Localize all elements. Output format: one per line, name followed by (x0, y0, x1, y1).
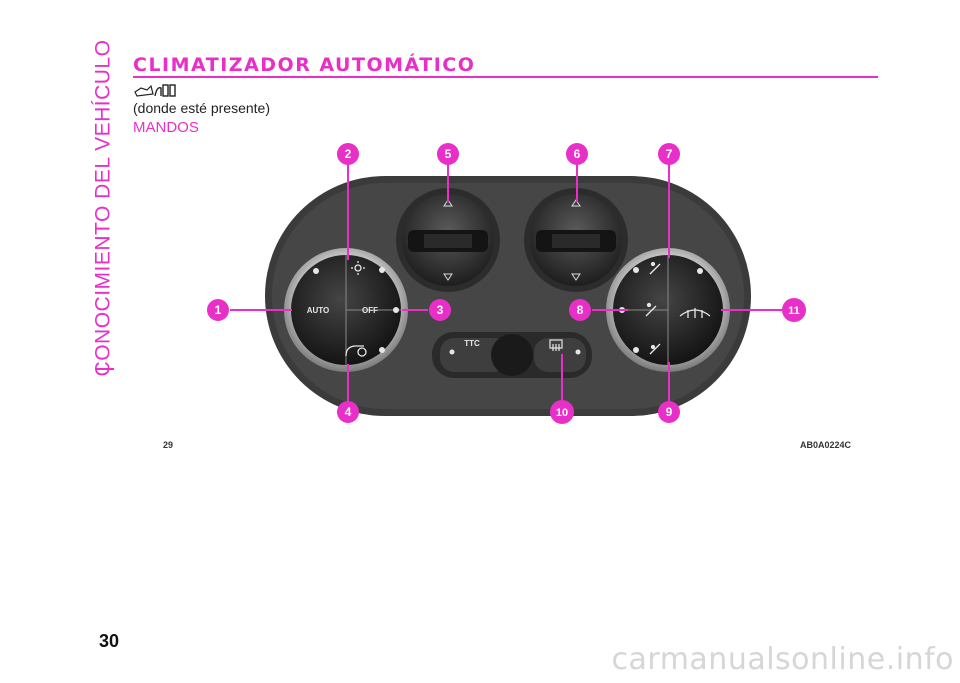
sidebar-section-title: CONOCIMIENTO DEL VEHÍCULO (91, 39, 115, 376)
callout-3: 3 (437, 303, 444, 317)
rear-defrost-icon (549, 339, 563, 351)
recirculation-icon (345, 345, 367, 357)
callout-7: 7 (666, 147, 673, 161)
off-button[interactable]: OFF (362, 306, 378, 315)
optional-equipment-icon (134, 84, 176, 97)
callout-11: 11 (788, 305, 800, 317)
availability-note: (donde esté presente) (133, 100, 270, 116)
callout-6: 6 (574, 147, 581, 161)
section-heading: MANDOS (133, 119, 199, 136)
callout-8: 8 (577, 303, 584, 317)
ttc-button[interactable]: TTC (464, 339, 480, 348)
figure-number: 29 (163, 440, 174, 450)
callout-2: 2 (345, 147, 352, 161)
page-title: CLIMATIZADOR AUTOMÁTICO (133, 54, 476, 76)
air-to-windscreen-icon (649, 261, 661, 275)
sensor-grille (491, 334, 533, 376)
sun-icon (351, 261, 365, 275)
page-number: 30 (99, 631, 120, 651)
watermark: carmanualsonline.info (611, 642, 954, 677)
air-to-feet-icon (649, 343, 661, 355)
right-control-dial (606, 248, 730, 372)
climate-control-figure: AUTO OFF (207, 143, 806, 424)
figure-code: AB0A0224C (800, 440, 852, 450)
title-rule (133, 76, 878, 78)
callout-1: 1 (215, 303, 222, 317)
callout-4: 4 (345, 405, 352, 419)
air-to-face-icon (645, 302, 657, 317)
callout-5: 5 (445, 147, 452, 161)
left-temperature-knob (396, 188, 500, 292)
right-temperature-knob (524, 188, 628, 292)
max-defrost-icon (679, 308, 711, 318)
sidebar-rule (96, 368, 114, 370)
callout-10: 10 (556, 407, 568, 419)
left-control-dial (284, 248, 408, 372)
callout-9: 9 (666, 405, 673, 419)
auto-button[interactable]: AUTO (307, 306, 330, 315)
